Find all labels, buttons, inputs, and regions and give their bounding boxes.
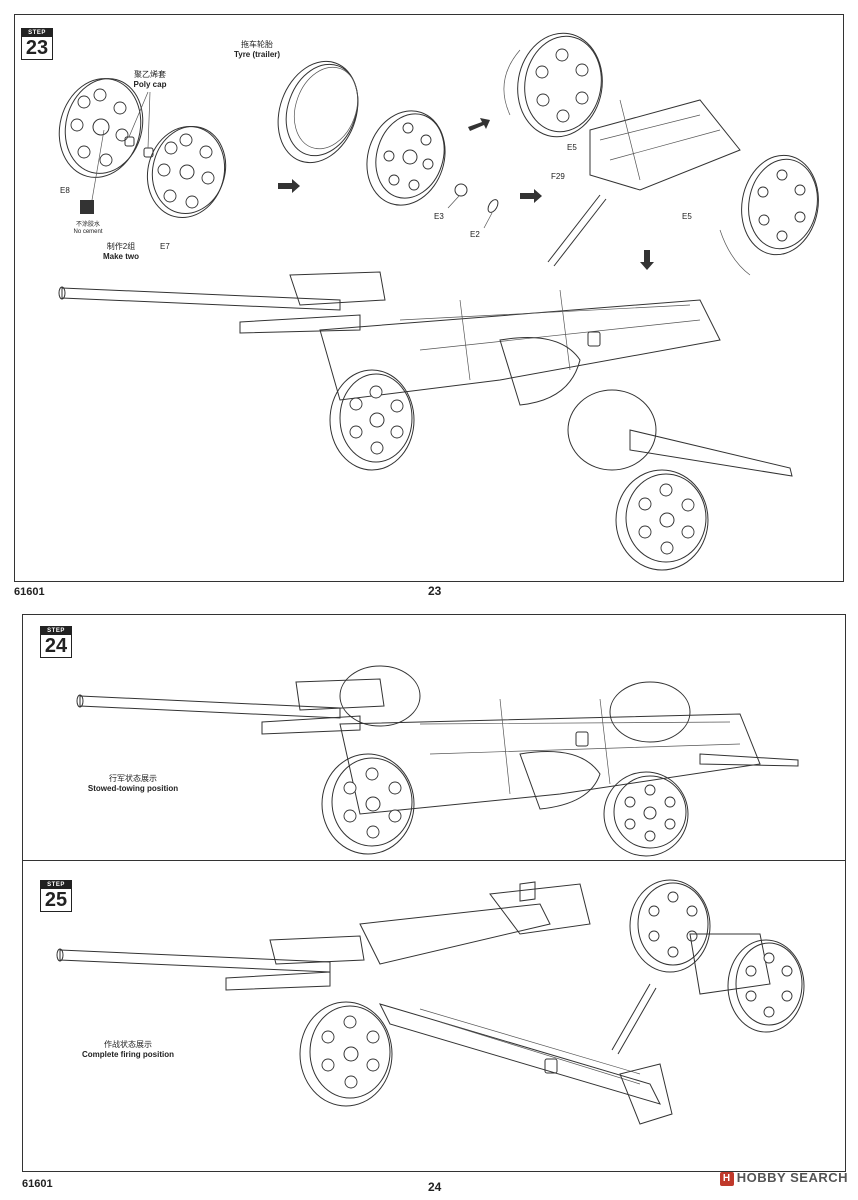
part-e5-a: E5 (567, 143, 577, 152)
step-label: STEP (41, 881, 71, 889)
arrow-icon (278, 179, 300, 193)
page-number: 23 (428, 584, 442, 598)
no-cement-en: No cement (73, 229, 103, 235)
arrow-icon (520, 189, 542, 203)
arrow-icon (468, 118, 490, 131)
step-number: 23 (25, 37, 49, 59)
arrow-icon (640, 250, 654, 270)
instruction-page-24: STEP 24 STEP 25 (0, 604, 858, 1200)
make-two-label: 制作2组 Make two (96, 242, 146, 262)
step-23-panel (14, 14, 844, 582)
step-label: STEP (22, 29, 52, 37)
caption-en: Complete firing position (82, 1050, 174, 1059)
step-label: STEP (41, 627, 71, 635)
instruction-page-23: STEP 23 (14, 14, 844, 598)
part-e3: E3 (434, 212, 444, 221)
page-number: 24 (428, 1180, 442, 1194)
step-25-caption: 作战状态展示 Complete firing position (70, 1040, 186, 1060)
make-two-en: Make two (102, 252, 139, 261)
wheel-hub-e7 (146, 125, 227, 219)
tyre-label: 拖车轮胎 Tyre (trailer) (226, 40, 288, 60)
step-23-illustration (58, 32, 819, 571)
wheel-hub-e8 (58, 78, 144, 178)
poly-cap-label-en: Poly cap (133, 80, 167, 89)
step-24-caption: 行军状态展示 Stowed-towing position (78, 774, 188, 794)
part-e8: E8 (60, 186, 70, 195)
watermark-text: HOBBY SEARCH (736, 1170, 848, 1185)
no-cement-label: 不涂胶水 No cement (66, 222, 110, 236)
step-number: 25 (44, 889, 68, 911)
part-e5-b: E5 (682, 212, 692, 221)
step-divider (22, 860, 846, 861)
step-24-badge: STEP 24 (40, 626, 72, 658)
step-number: 24 (44, 635, 68, 657)
gun-firing-position (56, 879, 805, 1125)
caption-cn: 行军状态展示 (109, 774, 157, 783)
model-code: 61601 (22, 1178, 53, 1190)
poly-cap-label-cn: 聚乙烯套 (134, 70, 166, 79)
assembled-wheel (366, 110, 446, 206)
part-e2: E2 (470, 230, 480, 239)
limber-exploded (503, 32, 819, 276)
step-24-25-panel (22, 614, 846, 1172)
part-e7: E7 (160, 242, 170, 251)
gun-towing-position (76, 665, 799, 857)
make-two-cn: 制作2组 (106, 242, 136, 251)
tyre-label-en: Tyre (trailer) (233, 50, 281, 59)
trailer-tyre (277, 60, 359, 164)
no-cement-cn: 不涂胶水 (75, 222, 100, 228)
no-cement-icon (80, 200, 94, 214)
gun-assembly-top (58, 271, 793, 571)
part-f29: F29 (551, 172, 565, 181)
model-code: 61601 (14, 586, 45, 598)
tyre-label-cn: 拖车轮胎 (241, 40, 273, 49)
step-23-badge: STEP 23 (21, 28, 53, 60)
hobby-search-logo-icon: H (719, 1172, 734, 1186)
poly-cap-label: 聚乙烯套 Poly cap (128, 70, 172, 90)
caption-en: Stowed-towing position (87, 784, 179, 793)
step-24-25-illustration (56, 665, 805, 1125)
caption-cn: 作战状态展示 (104, 1040, 152, 1049)
step-25-badge: STEP 25 (40, 880, 72, 912)
